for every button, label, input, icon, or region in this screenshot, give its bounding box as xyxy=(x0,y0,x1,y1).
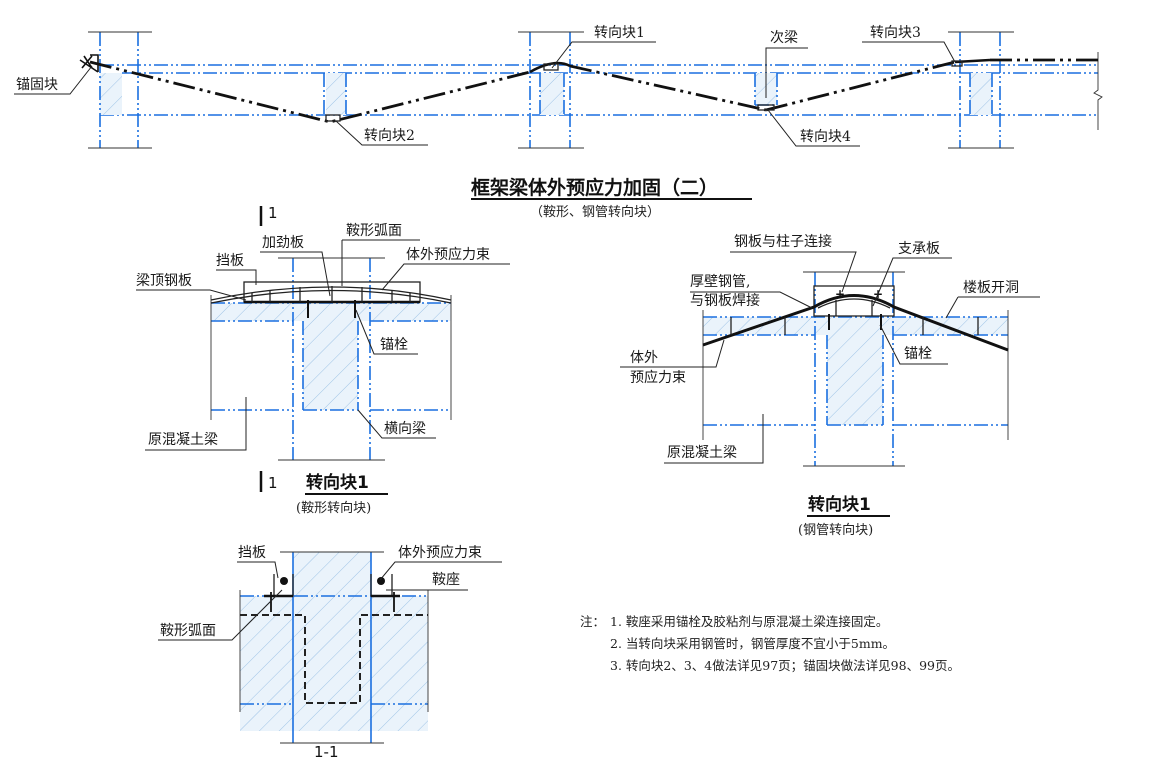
leader-anchor-bolt xyxy=(355,309,418,355)
thick-wall-pipe xyxy=(817,298,891,309)
notes-prefix: 注： xyxy=(580,614,605,629)
caption-saddle: 转向块1 xyxy=(306,472,369,493)
label-deviator-3: 转向块3 xyxy=(870,25,921,41)
saddle-seat-left xyxy=(264,574,294,612)
leader-thick-pipe xyxy=(690,291,813,309)
section-1-1: 挡板 体外预应力束 鞍座 鞍形弧面 1-1 xyxy=(158,544,502,757)
drawing-title: 框架梁体外预应力加固（二） xyxy=(471,176,718,199)
bolt-mark-left: + xyxy=(835,287,845,301)
section-caption: 1-1 xyxy=(314,743,339,757)
column-middle xyxy=(518,31,584,149)
label-baffle-plate: 挡板 xyxy=(216,253,244,269)
label-deviator-1: 转向块1 xyxy=(594,25,645,41)
leader-stiffener-plate xyxy=(260,251,331,297)
leader-deviator-4 xyxy=(767,109,860,147)
label-deviator-2: 转向块2 xyxy=(364,128,415,144)
leader-external-tendon xyxy=(381,263,510,291)
label-pipe-original-concrete-beam: 原混凝土梁 xyxy=(667,445,737,461)
tendon-segment-1 xyxy=(89,60,531,124)
label-secondary-beam: 次梁 xyxy=(770,30,798,46)
label-plate-column-connection: 钢板与柱子连接 xyxy=(734,233,832,250)
section-mark-bottom-number: 1 xyxy=(268,474,278,492)
label-original-concrete-beam: 原混凝土梁 xyxy=(148,432,218,448)
column-left xyxy=(88,31,152,149)
label-external-tendon-line1: 体外 xyxy=(630,350,658,366)
section-slab-hatch xyxy=(240,596,428,731)
slab-hatch xyxy=(211,303,451,321)
original-beam-outline xyxy=(240,614,428,704)
label-deviator-4: 转向块4 xyxy=(800,129,851,145)
saddle-arc-surface xyxy=(210,286,452,301)
leader-plate-column xyxy=(730,251,857,293)
label-anchor-block: 锚固块 xyxy=(16,77,58,93)
break-line-right xyxy=(1093,52,1103,130)
note-item-3: 3. 转向块2、3、4做法详见97页；锚固块做法详见98、99页。 xyxy=(610,658,960,673)
drawing-subtitle: （鞍形、钢管转向块） xyxy=(530,204,660,220)
pipe-tendon xyxy=(702,294,1009,352)
caption-saddle-sub: (鞍形转向块) xyxy=(296,500,371,516)
notes: 注： 1. 鞍座采用锚栓及胶粘剂与原混凝土梁连接固定。 2. 当转向块采用钢管时… xyxy=(580,614,960,673)
anchor-block-icon xyxy=(79,54,99,73)
label-saddle-arc-surface: 鞍形弧面 xyxy=(346,223,402,239)
column-right xyxy=(948,31,1014,149)
saddle-deviator-detail: 1 xyxy=(136,204,510,516)
leader-saddle-arc xyxy=(341,239,420,286)
pipe-beam-hatch xyxy=(827,335,883,425)
leader-deviator-1 xyxy=(551,41,656,69)
tendon-deviator-3 xyxy=(954,58,991,64)
deviator-block-2 xyxy=(325,114,341,122)
leader-pipe-anchor-bolt xyxy=(879,324,948,365)
transverse-beam-2 xyxy=(323,73,347,115)
anchor-bolts xyxy=(307,300,356,318)
label-slab-opening: 楼板开洞 xyxy=(963,280,1019,296)
label-beam-top-steel-plate: 梁顶钢板 xyxy=(136,273,192,289)
tendon-segment-3 xyxy=(765,60,956,112)
deviator-block-3 xyxy=(951,60,963,67)
leader-baffle-plate xyxy=(216,269,257,285)
label-thick-pipe-line1: 厚壁钢管, xyxy=(690,274,750,290)
caption-pipe: 转向块1 xyxy=(808,494,871,515)
caption-pipe-sub: (钢管转向块) xyxy=(798,522,873,538)
label-pipe-anchor-bolt: 锚栓 xyxy=(904,346,932,362)
section-mark-top-number: 1 xyxy=(268,204,278,222)
label-saddle-seat: 鞍座 xyxy=(432,572,460,588)
transverse-beam-hatch xyxy=(303,321,358,410)
leader-pipe-original-beam xyxy=(664,414,764,464)
leader-transverse-beam xyxy=(357,409,436,439)
tendon-segment-2 xyxy=(569,64,767,112)
label-anchor-bolt: 锚栓 xyxy=(380,337,408,353)
frame-beam-elevation: 锚固块 转向块2 转向块1 次梁 转向块4 转向块3 框架梁体外预应力加固（二）… xyxy=(14,25,1103,220)
note-item-2: 2. 当转向块采用钢管时，钢管厚度不宜小于5mm。 xyxy=(610,636,895,651)
leader-section-arc xyxy=(158,589,283,641)
leader-slab-opening xyxy=(945,296,1040,319)
label-support-plate: 支承板 xyxy=(898,241,940,257)
leader-anchor-block xyxy=(14,65,93,95)
stiffener-plates xyxy=(251,286,411,302)
label-section-saddle-arc-surface: 鞍形弧面 xyxy=(160,623,216,639)
leader-external-tendon-pipe xyxy=(620,339,725,368)
leader-original-beam xyxy=(145,397,247,451)
leader-secondary-beam xyxy=(765,47,808,98)
note-item-1: 1. 鞍座采用锚栓及胶粘剂与原混凝土梁连接固定。 xyxy=(610,614,888,629)
leader-support-plate xyxy=(872,257,952,307)
leader-deviator-3 xyxy=(862,41,956,63)
leader-beam-top-steel-plate xyxy=(136,289,247,301)
label-transverse-beam: 横向梁 xyxy=(384,421,426,437)
label-external-tendon-line2: 预应力束 xyxy=(630,369,686,386)
deviator-block-1 xyxy=(543,63,559,71)
section-column-hatch xyxy=(293,552,371,596)
leader-deviator-2 xyxy=(335,120,428,146)
leader-section-tendon xyxy=(379,561,502,581)
saddle-seat-right xyxy=(370,574,400,612)
pipe-deviator-detail: + + 钢板与柱子连接 支承板 厚壁钢管, 与钢板焊接 楼板开洞 体外 预应力束… xyxy=(620,233,1040,538)
support-plate-box xyxy=(813,285,895,317)
label-section-baffle-plate: 挡板 xyxy=(238,545,266,561)
label-stiffener-plate: 加劲板 xyxy=(262,235,304,251)
label-external-tendon: 体外预应力束 xyxy=(406,246,490,263)
label-section-external-tendon: 体外预应力束 xyxy=(398,544,482,561)
deviator-block-4 xyxy=(757,104,775,111)
label-thick-pipe-line2: 与钢板焊接 xyxy=(690,292,760,309)
leader-section-baffle xyxy=(237,561,279,579)
